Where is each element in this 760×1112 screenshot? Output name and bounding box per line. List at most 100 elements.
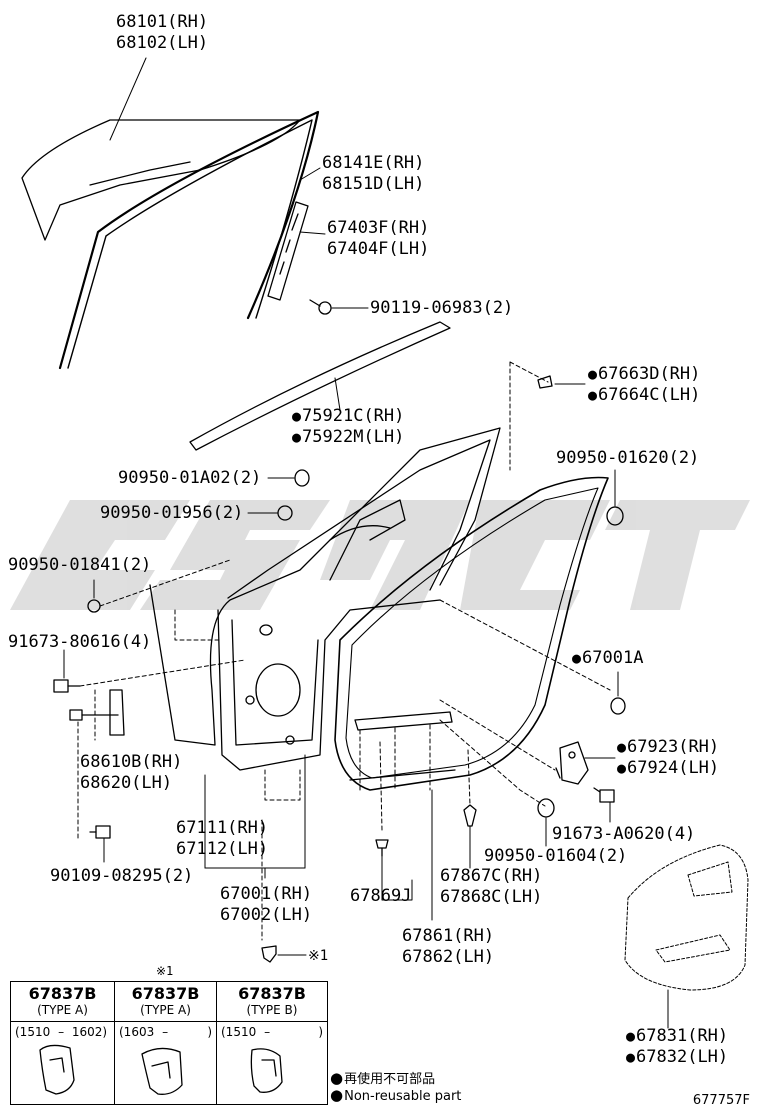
label-line: 90950-01956(2) bbox=[100, 503, 244, 523]
door-hinge bbox=[69, 689, 125, 841]
clip-67001a bbox=[610, 697, 626, 715]
clip-67869j bbox=[375, 839, 389, 857]
label-line: 91673-A0620(4) bbox=[552, 824, 696, 844]
legend-japanese: 再使用不可部品 bbox=[330, 1068, 435, 1087]
label-line: 90119-06983(2) bbox=[370, 298, 514, 318]
label-line: 90950-01620(2) bbox=[556, 448, 700, 468]
door-inner-seal bbox=[349, 711, 456, 781]
label-line: 67663D(RH) bbox=[588, 364, 700, 385]
label-note-mark: ※1 bbox=[308, 946, 328, 967]
table-column-2: 67837B (TYPE A) (1603 – ) bbox=[115, 982, 217, 1104]
door-glass bbox=[21, 119, 301, 241]
label-line: 67001A bbox=[572, 648, 643, 669]
label-cover: 67831(RH) 67832(LH) bbox=[626, 1026, 728, 1068]
glass-run bbox=[58, 110, 320, 370]
service-hole-cover bbox=[624, 844, 749, 991]
table-divider bbox=[11, 1021, 327, 1022]
table-range: (1603 – ) bbox=[119, 1025, 212, 1039]
range-separator: – bbox=[264, 1025, 271, 1039]
label-clip-67869j: 67869J bbox=[350, 886, 411, 907]
hole-plug-01604 bbox=[537, 798, 555, 818]
weatherstrip-clip-67663 bbox=[537, 375, 553, 389]
label-bolt-90119: 90119-06983(2) bbox=[370, 298, 513, 319]
bolt-90119 bbox=[309, 299, 332, 315]
bolt-91673-a0620 bbox=[593, 787, 615, 803]
label-line: 68101(RH) bbox=[116, 12, 209, 32]
door-panel bbox=[149, 427, 501, 771]
label-line: 68151D(LH) bbox=[322, 174, 425, 194]
label-glass: 68101(RH) 68102(LH) bbox=[116, 12, 208, 54]
label-line: 68102(LH) bbox=[116, 33, 209, 53]
label-bracket: 67923(RH) 67924(LH) bbox=[617, 737, 719, 779]
range-separator: – bbox=[58, 1025, 65, 1039]
label-line: 67111(RH) bbox=[176, 818, 269, 838]
range-start: (1603 bbox=[119, 1025, 155, 1039]
table-type: (TYPE A) bbox=[37, 1003, 88, 1017]
range-end: 1602) bbox=[71, 1025, 108, 1039]
watermark bbox=[10, 500, 750, 610]
label-line: 75922M(LH) bbox=[292, 427, 404, 448]
label-belt-moulding: 75921C(RH) 75922M(LH) bbox=[292, 406, 404, 448]
label-bolt-90109: 90109-08295(2) bbox=[50, 866, 193, 887]
label-plug-01a02: 90950-01A02(2) bbox=[118, 468, 261, 489]
table-column-3: 67837B (TYPE B) (1510 – ) bbox=[217, 982, 327, 1104]
label-line: 67924(LH) bbox=[617, 758, 719, 779]
table-range: (1510 – ) bbox=[221, 1025, 323, 1039]
label-line: 67868C(LH) bbox=[440, 887, 543, 907]
range-end: ) bbox=[207, 1025, 212, 1039]
clip-sketch-type-a-2 bbox=[141, 1047, 183, 1095]
label-line: 90950-01841(2) bbox=[8, 555, 152, 575]
range-start: (1510 bbox=[15, 1025, 51, 1039]
label-line: 90109-08295(2) bbox=[50, 866, 194, 886]
label-line: 68610B(RH) bbox=[80, 752, 183, 772]
belt-moulding bbox=[189, 321, 451, 451]
table-column-1: 67837B (TYPE A) (1510 – 1602) bbox=[11, 982, 115, 1104]
label-line: 75921C(RH) bbox=[292, 406, 404, 427]
table-range: (1510 – 1602) bbox=[15, 1025, 110, 1039]
label-bolt-80616: 91673-80616(4) bbox=[8, 632, 151, 653]
label-line: 67112(LH) bbox=[176, 839, 269, 859]
range-end: ) bbox=[318, 1025, 323, 1039]
label-plug-01620: 90950-01620(2) bbox=[556, 448, 699, 469]
legend-english: Non-reusable part bbox=[330, 1086, 461, 1104]
label-glass-run: 68141E(RH) 68151D(LH) bbox=[322, 153, 424, 195]
variant-table: 67837B (TYPE A) (1510 – 1602) 67837B (TY… bbox=[10, 981, 328, 1105]
table-type: (TYPE B) bbox=[246, 1003, 298, 1017]
hole-plug-01a02 bbox=[294, 469, 310, 487]
table-part-number: 67837B bbox=[131, 984, 200, 1003]
bolt-90109 bbox=[89, 825, 111, 839]
clip-sketch-type-b bbox=[250, 1048, 283, 1093]
clip-67867c bbox=[463, 804, 477, 827]
label-weatherstrip-clip: 67663D(RH) 67664C(LH) bbox=[588, 364, 700, 406]
label-line: 67861(RH) bbox=[402, 926, 495, 946]
rear-lower-channel bbox=[267, 201, 309, 301]
table-part-number: 67837B bbox=[28, 984, 97, 1003]
label-line: 67404F(LH) bbox=[327, 239, 430, 259]
label-line: ※1 bbox=[308, 948, 329, 964]
label-line: 67832(LH) bbox=[626, 1047, 728, 1068]
label-seal: 67111(RH) 67112(LH) bbox=[176, 818, 268, 860]
range-separator: – bbox=[162, 1025, 169, 1039]
label-line: 68141E(RH) bbox=[322, 153, 425, 173]
label-line: 90950-01A02(2) bbox=[118, 468, 262, 488]
label-line: 90950-01604(2) bbox=[484, 846, 628, 866]
label-line: 67403F(RH) bbox=[327, 218, 430, 238]
bolt-91673-80616 bbox=[53, 679, 81, 693]
label-clip-67867c: 67867C(RH) 67868C(LH) bbox=[440, 866, 542, 908]
table-header-mark: ※1 bbox=[156, 964, 174, 978]
table-type: (TYPE A) bbox=[140, 1003, 191, 1017]
label-clip-67001a: 67001A bbox=[572, 648, 643, 669]
hole-plug-01620 bbox=[606, 506, 624, 526]
label-line: 67831(RH) bbox=[626, 1026, 728, 1047]
table-part-number: 67837B bbox=[238, 984, 306, 1003]
label-line: 68620(LH) bbox=[80, 773, 173, 793]
label-channel: 67403F(RH) 67404F(LH) bbox=[327, 218, 429, 260]
label-plug-01841: 90950-01841(2) bbox=[8, 555, 151, 576]
diagram-code: 677757F bbox=[692, 1093, 750, 1108]
label-line: 67867C(RH) bbox=[440, 866, 543, 886]
label-line: 67869J bbox=[350, 886, 412, 906]
label-line: 67001(RH) bbox=[220, 884, 313, 904]
label-line: 91673-80616(4) bbox=[8, 632, 152, 652]
label-hinge: 68610B(RH) 68620(LH) bbox=[80, 752, 182, 794]
